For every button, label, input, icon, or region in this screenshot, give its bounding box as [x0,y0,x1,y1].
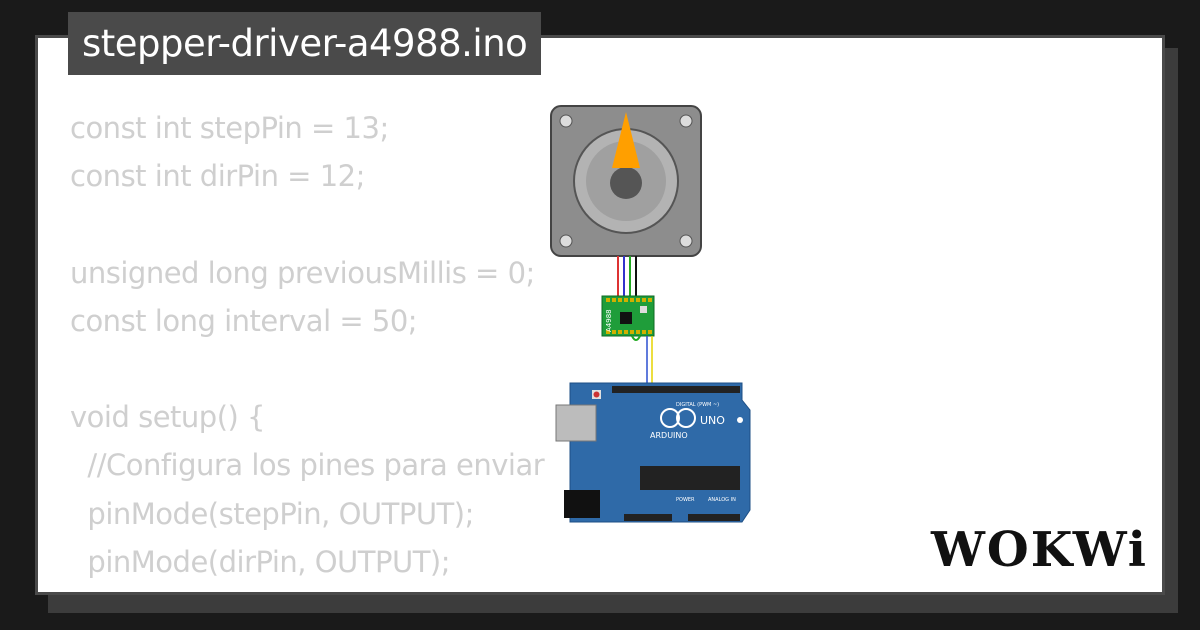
digital-label: DIGITAL (PWM ~) [676,402,719,408]
code-line: } [70,593,88,595]
code-line: pinMode(stepPin, OUTPUT); [70,496,474,531]
project-title: stepper-driver-a4988.ino [68,12,542,75]
code-line: unsigned long previousMillis = 0; [70,255,535,290]
code-line: const int stepPin = 13; [70,111,389,145]
power-label: POWER [676,497,695,503]
code-line: const int dirPin = 12; [70,159,365,194]
arduino-model: UNO [700,414,725,427]
motor-wires [617,256,637,296]
analog-label: ANALOG IN [708,497,736,503]
arduino-brand: ARDUINO [650,431,688,440]
stepper-motor[interactable] [550,105,702,257]
code-line: const long interval = 50; [70,303,418,338]
driver-label: A4988 [605,309,613,332]
circuit-diagram: A4988 ARDUINO UNO DIGITAL (PWM ~) POWER … [550,105,751,523]
motor-needle [612,112,640,168]
arduino-uno[interactable]: ARDUINO UNO DIGITAL (PWM ~) POWER ANALOG… [555,382,751,523]
a4988-driver[interactable]: A4988 [601,295,655,337]
code-line: pinMode(dirPin, OUTPUT); [70,544,451,579]
signal-wires [631,335,653,390]
code-line: //Configura los pines para enviar [70,448,545,483]
wokwi-logo: WOKWi [930,522,1148,578]
code-line: void setup() { [70,400,266,435]
code-preview: const int stepPin = 13; const int dirPin… [70,104,545,595]
